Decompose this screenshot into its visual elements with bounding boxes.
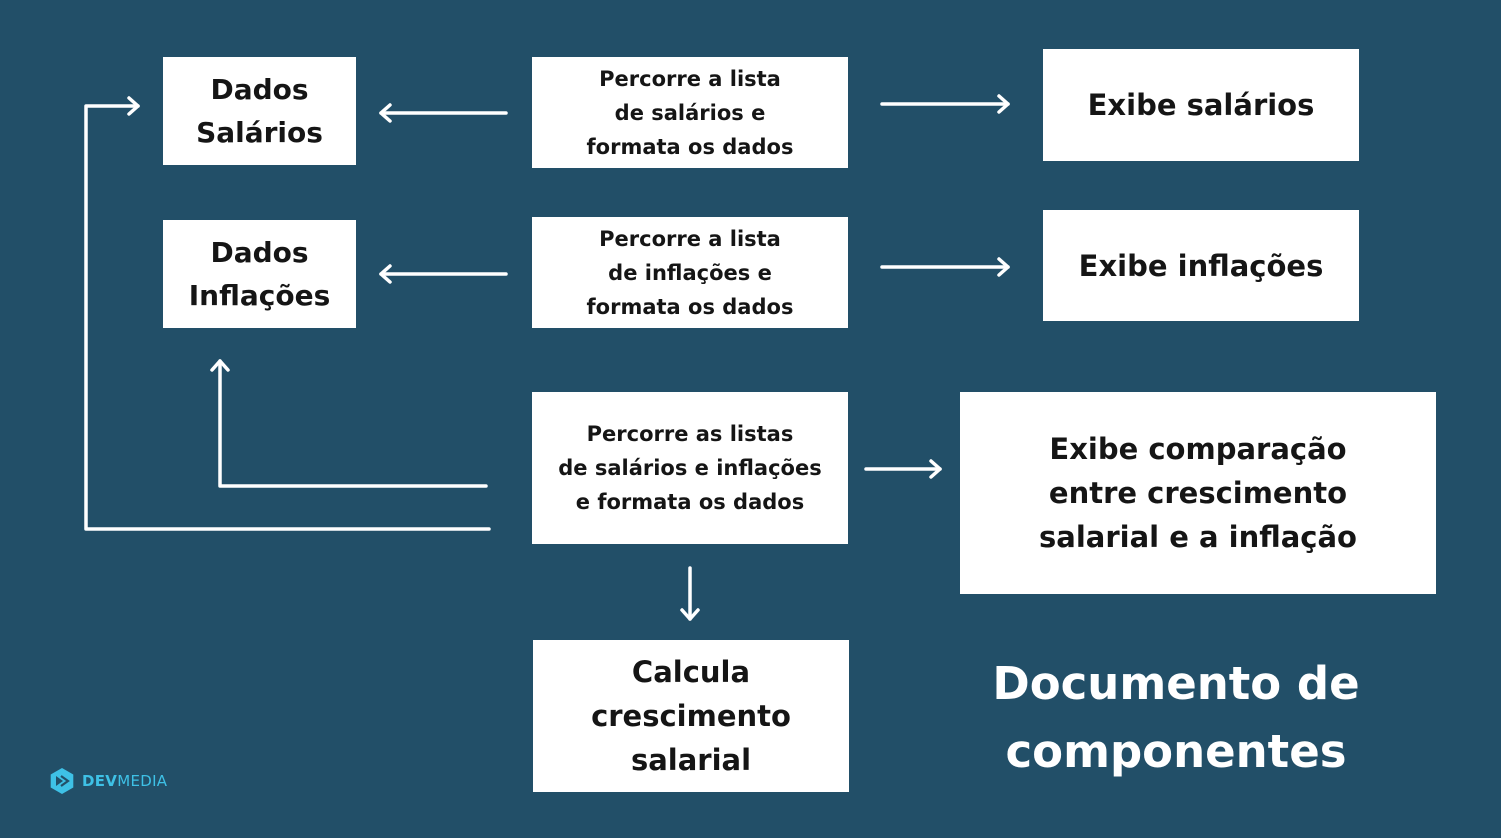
exibe-inflacoes-label: Exibe inflações bbox=[1078, 248, 1324, 283]
arrow-proc-both-to-exibe-cmp bbox=[864, 459, 942, 479]
percorre-salarios-box: Percorre a lista de salários e formata o… bbox=[532, 57, 848, 168]
arrow-proc-both-to-calcula bbox=[680, 566, 700, 621]
percorre-inflacoes-box: Percorre a lista de inflações e formata … bbox=[532, 217, 848, 328]
diagram-title: Documento de componentes bbox=[992, 657, 1360, 778]
exibe-comparacao-label: Exibe comparação entre crescimento salar… bbox=[1039, 432, 1357, 554]
dados-salarios-label: Dados Salários bbox=[196, 73, 323, 149]
logo-text-light: MEDIA bbox=[117, 772, 168, 790]
percorre-inflacoes-label: Percorre a lista de inflações e formata … bbox=[586, 226, 794, 319]
arrow-proc-sal-to-exibe-sal bbox=[880, 94, 1010, 114]
arrow-proc-inf-to-dados-inf bbox=[379, 264, 508, 284]
calcula-crescimento-label: Calcula crescimento salarial bbox=[591, 655, 791, 777]
exibe-salarios-label: Exibe salários bbox=[1087, 88, 1315, 122]
percorre-salarios-label: Percorre a lista de salários e formata o… bbox=[586, 66, 794, 159]
exibe-comparacao-box: Exibe comparação entre crescimento salar… bbox=[960, 392, 1436, 594]
arrow-proc-both-to-dados-inf bbox=[210, 359, 488, 488]
arrow-proc-sal-to-dados-sal bbox=[379, 103, 508, 123]
percorre-ambas-label: Percorre as listas de salários e inflaçõ… bbox=[558, 422, 822, 514]
calcula-crescimento-box: Calcula crescimento salarial bbox=[533, 640, 849, 792]
arrow-proc-both-to-dados-sal bbox=[84, 96, 491, 531]
dados-inflacoes-box: Dados Inflações bbox=[163, 220, 356, 328]
dados-salarios-box: Dados Salários bbox=[163, 57, 356, 165]
logo-text-bold: DEV bbox=[82, 772, 118, 790]
devmedia-logo-icon bbox=[50, 768, 74, 794]
devmedia-logo: DEVMEDIA bbox=[48, 766, 167, 796]
exibe-salarios-box: Exibe salários bbox=[1043, 49, 1359, 161]
arrow-proc-inf-to-exibe-inf bbox=[880, 257, 1010, 277]
percorre-ambas-box: Percorre as listas de salários e inflaçõ… bbox=[532, 392, 848, 544]
dados-inflacoes-label: Dados Inflações bbox=[188, 236, 331, 312]
exibe-inflacoes-box: Exibe inflações bbox=[1043, 210, 1359, 321]
